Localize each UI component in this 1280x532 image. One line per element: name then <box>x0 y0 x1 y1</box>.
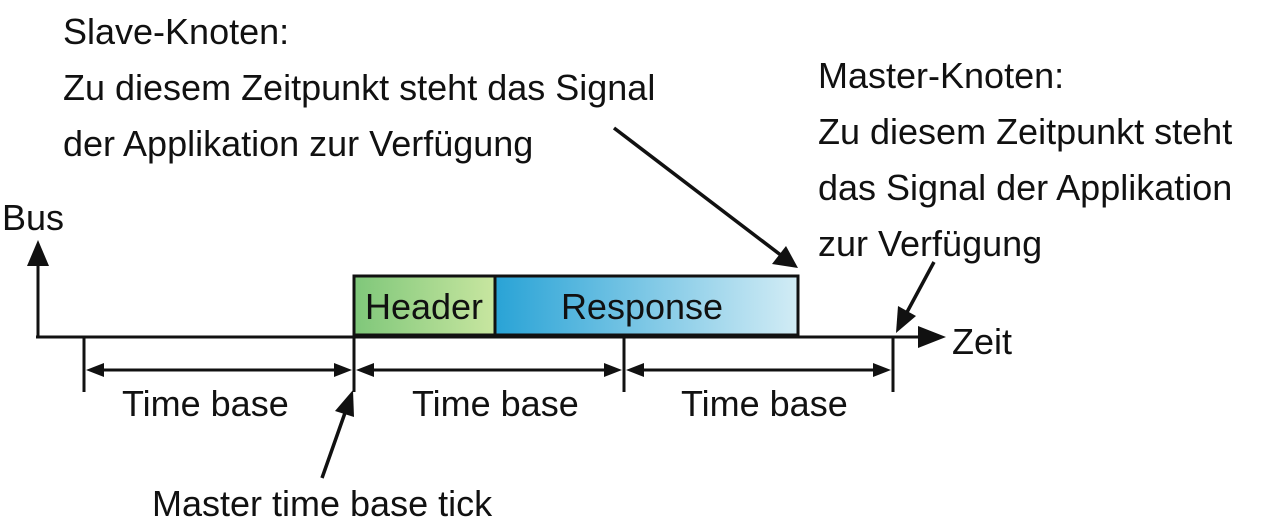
x-axis-arrowhead <box>918 326 946 348</box>
master-pointer-arrow <box>896 261 936 333</box>
time-base-span-1 <box>86 363 352 377</box>
master-note-line-2: das Signal der Applikation <box>818 167 1233 208</box>
header-box <box>352 274 497 337</box>
master-note-line-3: zur Verfügung <box>818 223 1043 264</box>
response-label: Response <box>561 286 723 327</box>
slave-note-line-2: der Applikation zur Verfügung <box>63 123 534 164</box>
time-base-label-3: Time base <box>681 383 848 424</box>
time-base-label-2: Time base <box>412 383 579 424</box>
master-note: Master-Knoten: Zu diesem Zeitpunkt steht… <box>818 58 1232 262</box>
y-axis-label: Bus <box>2 197 65 238</box>
y-axis-arrowhead <box>27 240 49 266</box>
master-note-line-1: Zu diesem Zeitpunkt steht <box>818 111 1233 152</box>
time-base-label-1: Time base <box>122 383 289 424</box>
time-base-span-2 <box>356 363 622 377</box>
master-tick-note: Master time base tick <box>152 483 493 524</box>
time-base-span-3 <box>626 363 891 377</box>
x-axis-label: Zeit <box>952 321 1013 362</box>
header-label: Header <box>365 286 483 327</box>
slave-note-line-1: Zu diesem Zeitpunkt steht das Signal <box>63 67 656 108</box>
slave-note: Slave-Knoten: Zu diesem Zeitpunkt steht … <box>63 14 655 162</box>
response-box <box>493 274 800 337</box>
slave-note-title: Slave-Knoten: <box>63 11 290 52</box>
master-note-title: Master-Knoten: <box>818 55 1065 96</box>
slave-pointer-arrow <box>612 126 798 268</box>
tick-pointer-arrow <box>320 390 354 479</box>
